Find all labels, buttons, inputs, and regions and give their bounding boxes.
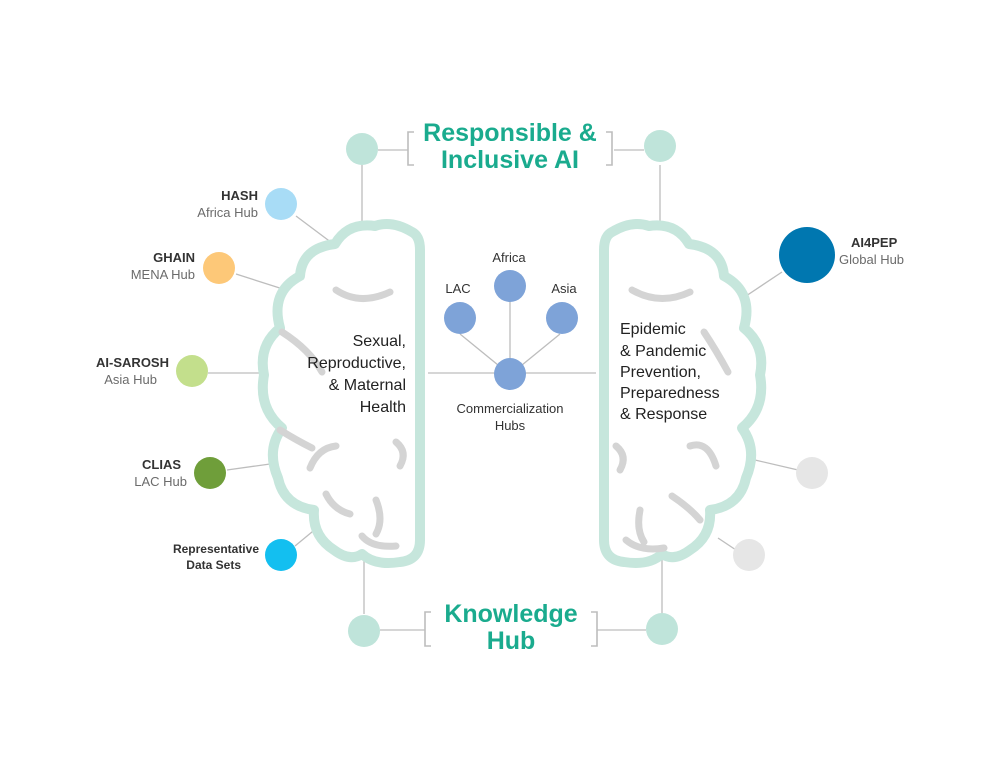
commercialization-label-line2: Hubs <box>495 418 526 433</box>
hub-ghain-name: GHAIN <box>153 250 195 265</box>
hub-hash-node <box>265 188 297 220</box>
left-brain-outline <box>257 219 425 568</box>
top-title: Responsible & Inclusive AI <box>423 119 597 174</box>
hub-hash-sub: Africa Hub <box>197 205 258 220</box>
right-brain-label: Epidemic & Pandemic Prevention, Prepared… <box>620 321 720 423</box>
left-brain <box>257 219 425 568</box>
left-hubs: HASH Africa Hub GHAIN MENA Hub AI-SAROSH… <box>96 188 297 572</box>
top-right-node <box>644 130 676 162</box>
hub-ai-sarosh-name: AI-SAROSH <box>96 355 169 370</box>
bottom-right-node <box>646 613 678 645</box>
top-title-line2: Inclusive AI <box>441 146 579 174</box>
commercialization-lac-node <box>444 302 476 334</box>
hub-hash-name: HASH <box>221 188 258 203</box>
commercialization-asia-label: Asia <box>551 281 577 296</box>
hub-ai4pep-node <box>779 227 835 283</box>
left-brain-label-line4: Health <box>360 399 406 416</box>
commercialization-africa-label: Africa <box>492 250 526 265</box>
hub-ai-sarosh-node <box>176 355 208 387</box>
top-left-node <box>346 133 378 165</box>
hub-ai4pep-name: AI4PEP <box>851 235 898 250</box>
right-brain-label-line1: Epidemic <box>620 321 686 338</box>
hub-clias-sub: LAC Hub <box>134 474 187 489</box>
grey-node-upper <box>796 457 828 489</box>
right-brain-label-line4: Preparedness <box>620 385 720 402</box>
hub-datasets-sub: Data Sets <box>186 558 241 572</box>
left-brain-label-line2: Reproductive, <box>307 355 406 372</box>
hub-clias-name: CLIAS <box>142 457 181 472</box>
right-brain-label-line5: & Response <box>620 406 707 423</box>
right-brain-label-line2: & Pandemic <box>620 343 706 360</box>
commercialization-asia-node <box>546 302 578 334</box>
bottom-left-node <box>348 615 380 647</box>
hub-ghain-sub: MENA Hub <box>131 267 195 282</box>
top-title-line1: Responsible & <box>423 119 597 147</box>
right-brain-label-line3: Prevention, <box>620 364 701 381</box>
right-brain <box>599 219 767 568</box>
left-brain-label-line3: & Maternal <box>329 377 406 394</box>
hub-ghain-node <box>203 252 235 284</box>
commercialization-center-node <box>494 358 526 390</box>
brackets <box>407 131 613 647</box>
right-hubs: AI4PEP Global Hub <box>779 227 904 283</box>
left-brain-label-line1: Sexual, <box>353 333 406 350</box>
hub-ai4pep-sub: Global Hub <box>839 252 904 267</box>
hub-datasets-node <box>265 539 297 571</box>
commercialization-hubs: LAC Africa Asia Commercialization Hubs <box>444 250 578 433</box>
left-brain-label: Sexual, Reproductive, & Maternal Health <box>307 333 406 416</box>
hub-clias-node <box>194 457 226 489</box>
right-brain-outline <box>599 219 767 568</box>
grey-node-lower <box>733 539 765 571</box>
commercialization-label-line1: Commercialization <box>457 401 564 416</box>
bottom-title-line1: Knowledge <box>444 600 577 628</box>
anchor-nodes <box>346 130 828 647</box>
commercialization-lac-label: LAC <box>445 281 470 296</box>
bottom-title-line2: Hub <box>487 627 536 655</box>
commercialization-africa-node <box>494 270 526 302</box>
hub-datasets-name: Representative <box>173 542 259 556</box>
hub-ai-sarosh-sub: Asia Hub <box>104 372 157 387</box>
bottom-title: Knowledge Hub <box>444 600 577 655</box>
